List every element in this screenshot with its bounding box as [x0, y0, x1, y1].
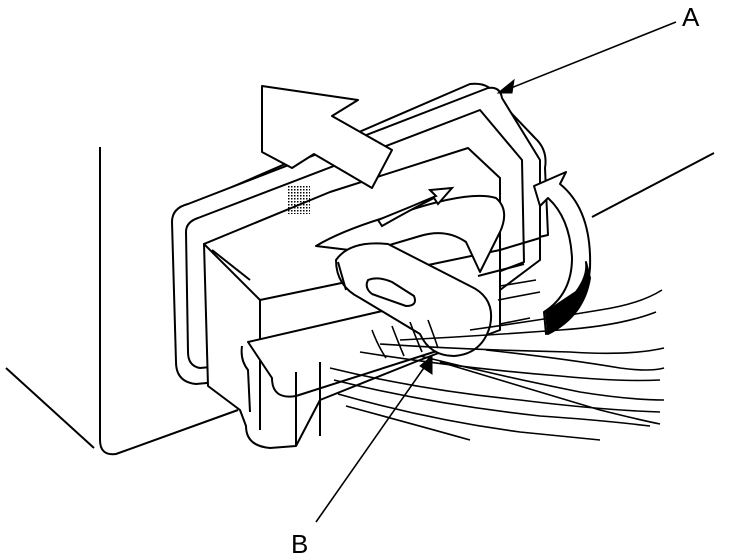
rotation-arrow-icon — [376, 186, 455, 228]
callout-leaders — [315, 21, 677, 523]
callout-label-a: A — [682, 2, 700, 32]
mounting-panel — [5, 147, 715, 456]
leader-arrowhead-b — [419, 354, 433, 375]
lock-lever — [315, 194, 506, 357]
leader-line-b — [315, 361, 429, 523]
push-arrow-icon — [261, 85, 393, 189]
wire-harness — [329, 279, 665, 441]
leader-arrowhead-a — [496, 78, 515, 94]
callout-label-b: B — [291, 529, 309, 559]
textured-strip-icon — [288, 186, 310, 214]
lever-rotation-arrow-icon — [533, 171, 592, 335]
leader-line-a — [505, 21, 677, 91]
